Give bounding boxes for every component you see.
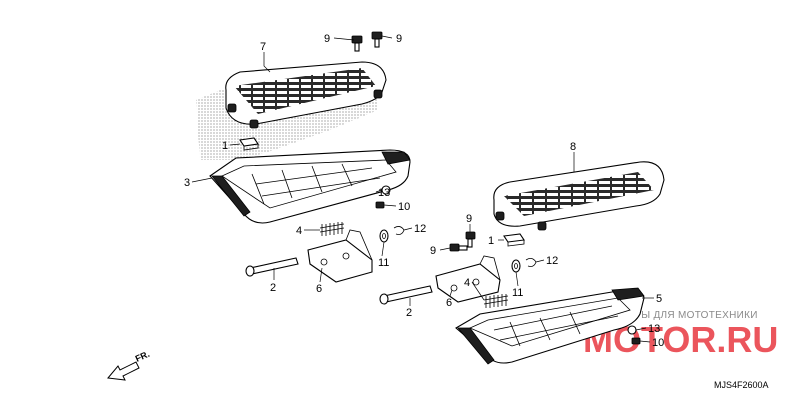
callout-3: 3 xyxy=(184,177,190,189)
front-direction-indicator: FR. xyxy=(107,349,151,381)
callout-4-right: 4 xyxy=(464,277,470,289)
bracket-6-left xyxy=(307,229,373,283)
callouts: 7 9 9 1 3 4 2 6 13 10 11 12 8 1 9 9 4 2 … xyxy=(184,33,664,349)
bolt-9-top-b xyxy=(371,31,383,48)
pin-2-left xyxy=(245,257,299,277)
callout-9-mid-left: 9 xyxy=(430,245,436,257)
footboard-rubber-right xyxy=(493,161,665,231)
footboard-bracket-left xyxy=(209,149,411,224)
clip-12-left xyxy=(393,226,405,235)
callout-2-right: 2 xyxy=(406,307,412,319)
callout-8: 8 xyxy=(570,141,576,153)
callout-10-lower: 10 xyxy=(652,337,664,349)
callout-9-top-right: 9 xyxy=(396,33,402,45)
callout-13-upper: 13 xyxy=(378,187,390,199)
bolt-9-mid-a xyxy=(449,243,468,252)
callout-9-top-left: 9 xyxy=(324,33,330,45)
callout-6-right: 6 xyxy=(446,297,452,309)
pin-2-right xyxy=(379,285,433,305)
callout-5: 5 xyxy=(656,293,662,305)
callout-7: 7 xyxy=(260,41,266,53)
rubber-block-1-lower xyxy=(503,233,525,247)
callout-11-right: 11 xyxy=(512,287,523,299)
spring-4-left xyxy=(319,222,345,236)
callout-2-left: 2 xyxy=(270,282,276,294)
washer-11-right xyxy=(511,259,521,273)
diagram-code: MJS4F2600A xyxy=(714,380,769,390)
callout-1-lower: 1 xyxy=(488,235,494,247)
footboard-bracket-right xyxy=(455,287,645,365)
callout-9-mid-top: 9 xyxy=(466,213,472,225)
callout-6-left: 6 xyxy=(316,283,322,295)
bolt-9-top-a xyxy=(351,35,363,52)
spring-4-right xyxy=(483,294,509,308)
callout-4-left: 4 xyxy=(296,225,302,237)
bolt-9-mid-b xyxy=(465,231,476,248)
callout-11-left: 11 xyxy=(378,257,389,269)
callout-12-left: 12 xyxy=(414,223,426,235)
callout-13-lower: 13 xyxy=(648,323,660,335)
washer-13-lower xyxy=(627,325,637,335)
bolt-10-upper xyxy=(375,201,385,209)
callout-10-upper: 10 xyxy=(398,201,410,213)
callout-1-upper: 1 xyxy=(222,140,228,152)
footboard-rubber-left xyxy=(225,61,387,129)
front-arrow-icon xyxy=(107,361,140,381)
clip-12-right xyxy=(525,258,537,267)
leader-lines xyxy=(191,35,654,343)
washer-11-left xyxy=(379,229,389,243)
front-label: FR. xyxy=(134,349,151,364)
callout-12-right: 12 xyxy=(546,255,558,267)
rubber-block-1-upper xyxy=(239,137,259,151)
bolt-10-lower xyxy=(631,337,641,345)
bracket-6-right xyxy=(435,255,501,303)
